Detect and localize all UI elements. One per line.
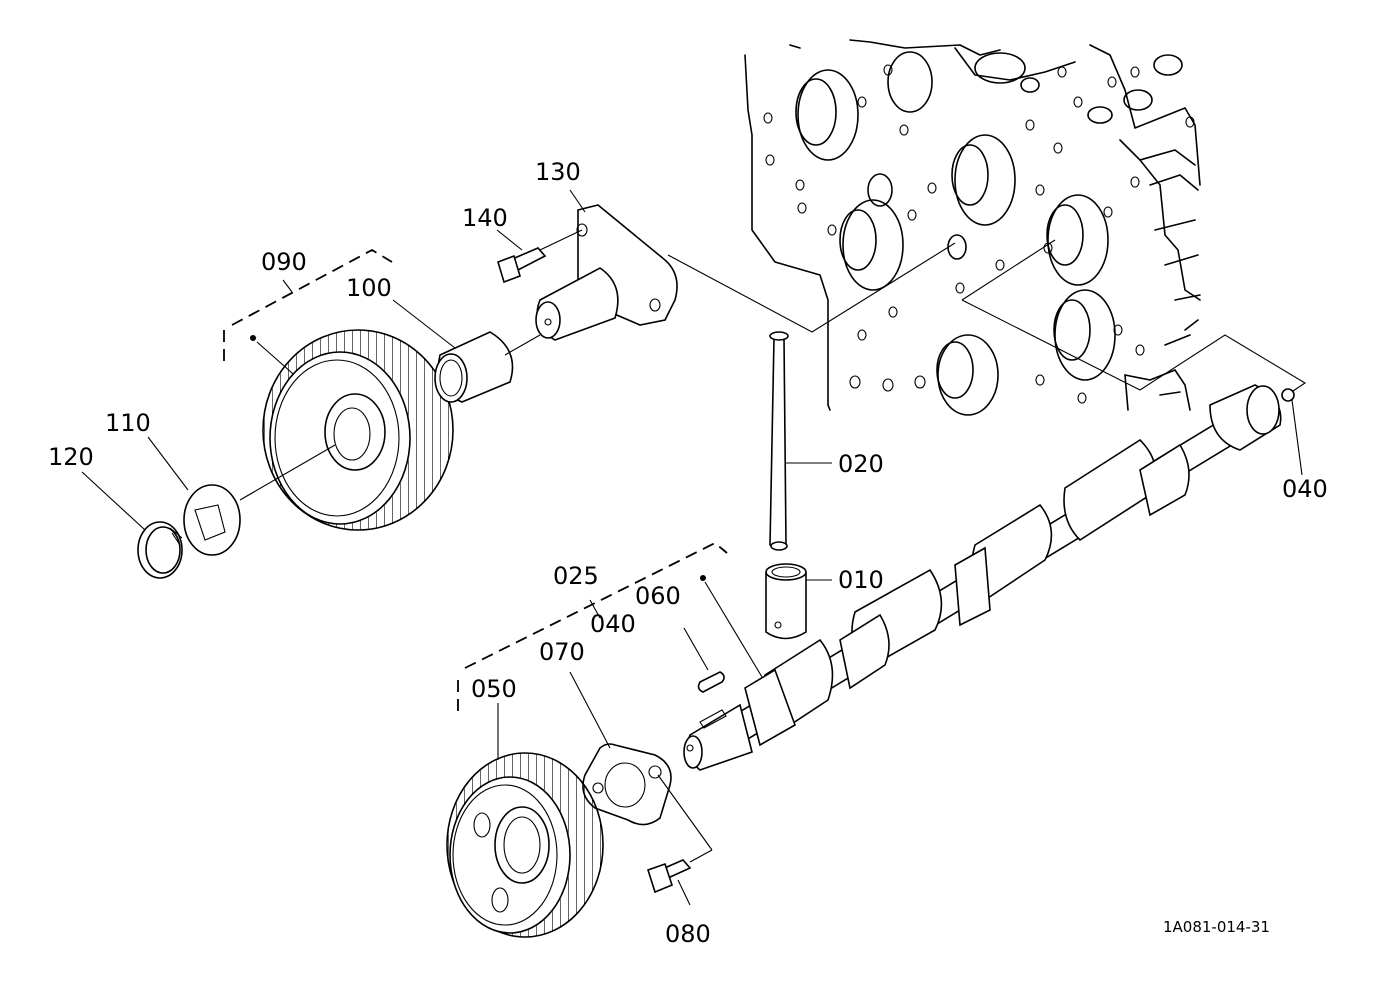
label-060: 060 bbox=[635, 582, 681, 610]
assembly-090-dot bbox=[250, 335, 256, 341]
part-labels: 020 010 025 040 040 050 060 070 080 090 … bbox=[48, 158, 1328, 948]
drawing-code: 1A081-014-31 bbox=[1163, 918, 1270, 936]
cam-gear bbox=[446, 703, 604, 938]
camshaft-stopper bbox=[569, 671, 713, 851]
leader-040 bbox=[704, 581, 763, 678]
label-100: 100 bbox=[346, 274, 392, 302]
label-010: 010 bbox=[838, 566, 884, 594]
leader-090 bbox=[282, 279, 293, 293]
assembly-025-dot bbox=[700, 575, 706, 581]
label-010-push-rod-is-020: 020 bbox=[838, 450, 884, 478]
label-040-camshaft: 040 bbox=[590, 610, 636, 638]
label-130: 130 bbox=[535, 158, 581, 186]
label-040-ball: 040 bbox=[1282, 475, 1328, 503]
engine-block bbox=[744, 39, 1201, 416]
feather-key bbox=[683, 627, 725, 693]
label-025: 025 bbox=[553, 562, 599, 590]
label-090: 090 bbox=[261, 248, 307, 276]
label-070: 070 bbox=[539, 638, 585, 666]
idle-gear-shaft bbox=[535, 189, 678, 341]
shaft-bolt bbox=[496, 229, 583, 284]
idle-gear bbox=[239, 329, 454, 531]
label-080: 080 bbox=[665, 920, 711, 948]
leader-025 bbox=[589, 599, 601, 619]
push-rod bbox=[769, 331, 832, 551]
collar bbox=[147, 436, 241, 556]
block-leader-lines bbox=[667, 239, 1307, 394]
label-110: 110 bbox=[105, 409, 151, 437]
label-050: 050 bbox=[471, 675, 517, 703]
camshaft bbox=[683, 384, 1303, 771]
tappet bbox=[765, 563, 832, 640]
idle-gear-bushing bbox=[392, 299, 541, 403]
label-120: 120 bbox=[48, 443, 94, 471]
assembly-090-bracket bbox=[223, 248, 393, 362]
label-140: 140 bbox=[462, 204, 508, 232]
assembly-025-bracket bbox=[457, 541, 728, 712]
snap-ring bbox=[81, 471, 183, 579]
stopper-bolt bbox=[647, 849, 713, 906]
